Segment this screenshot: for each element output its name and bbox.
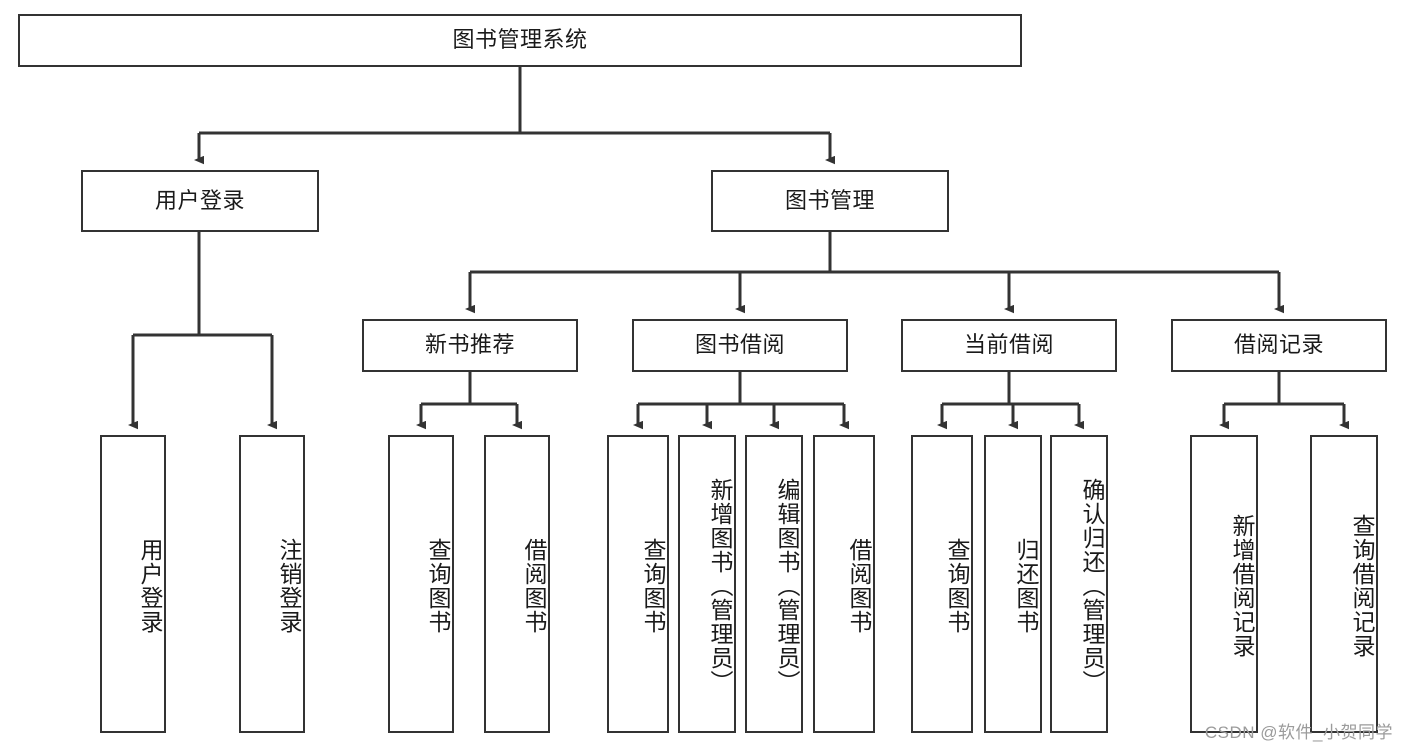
node-label: 新增图书（管理员）	[707, 478, 733, 694]
node-leaf-borrow-book-1[interactable]: 借阅图书	[484, 435, 550, 733]
node-leaf-return-book[interactable]: 归还图书	[984, 435, 1042, 733]
node-leaf-user-login[interactable]: 用户登录	[100, 435, 166, 733]
node-label: 借阅记录	[1233, 332, 1324, 358]
node-label: 确认归还（管理员）	[1079, 478, 1105, 694]
node-book-borrow[interactable]: 图书借阅	[632, 319, 848, 372]
node-user-login[interactable]: 用户登录	[81, 170, 319, 232]
node-label: 新书推荐	[424, 332, 515, 358]
node-label: 注销登录	[276, 538, 302, 634]
node-root-system[interactable]: 图书管理系统	[18, 14, 1022, 67]
node-leaf-borrow-book-2[interactable]: 借阅图书	[813, 435, 875, 733]
node-leaf-query-book-1[interactable]: 查询图书	[388, 435, 454, 733]
node-leaf-add-record[interactable]: 新增借阅记录	[1190, 435, 1258, 733]
node-leaf-add-book[interactable]: 新增图书（管理员）	[678, 435, 736, 733]
node-label: 查询借阅记录	[1349, 514, 1375, 658]
node-leaf-edit-book[interactable]: 编辑图书（管理员）	[745, 435, 803, 733]
node-leaf-logout[interactable]: 注销登录	[239, 435, 305, 733]
node-label: 查询图书	[640, 538, 666, 634]
node-label: 图书借阅	[694, 332, 785, 358]
node-label: 查询图书	[944, 538, 970, 634]
node-borrow-record[interactable]: 借阅记录	[1171, 319, 1387, 372]
node-label: 图书管理	[784, 187, 875, 213]
node-label: 查询图书	[425, 538, 451, 634]
node-label: 编辑图书（管理员）	[774, 478, 800, 694]
node-new-book-recommend[interactable]: 新书推荐	[362, 319, 578, 372]
node-current-borrow[interactable]: 当前借阅	[901, 319, 1117, 372]
node-label: 归还图书	[1013, 538, 1039, 634]
node-label: 用户登录	[154, 187, 245, 213]
node-leaf-query-book-3[interactable]: 查询图书	[911, 435, 973, 733]
node-leaf-query-record[interactable]: 查询借阅记录	[1310, 435, 1378, 733]
node-label: 当前借阅	[963, 332, 1054, 358]
node-label: 新增借阅记录	[1229, 514, 1255, 658]
node-leaf-query-book-2[interactable]: 查询图书	[607, 435, 669, 733]
node-label: 借阅图书	[846, 538, 872, 634]
node-leaf-confirm-return[interactable]: 确认归还（管理员）	[1050, 435, 1108, 733]
node-label: 用户登录	[137, 538, 163, 634]
node-book-manage[interactable]: 图书管理	[711, 170, 949, 232]
node-label: 借阅图书	[521, 538, 547, 634]
